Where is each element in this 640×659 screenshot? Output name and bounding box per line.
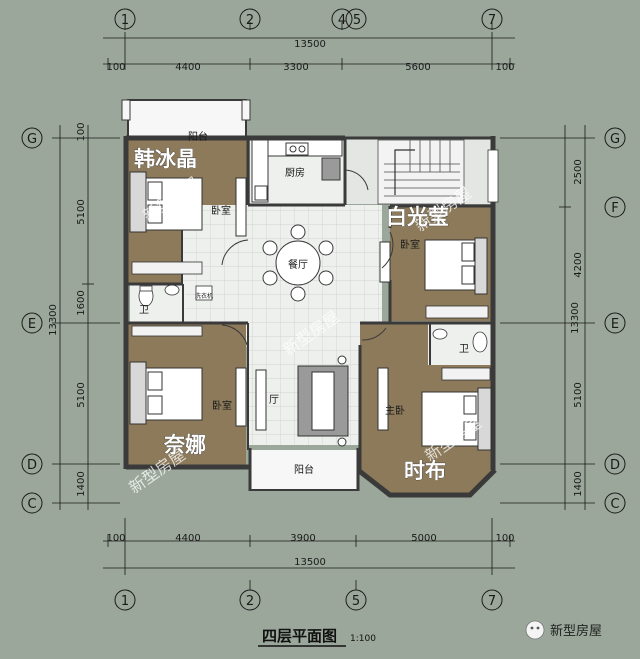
occupant-name-nw: 韩冰晶: [134, 147, 197, 171]
axis-top-7: 7: [488, 13, 496, 28]
label-balcony-bottom: 阳台: [294, 463, 314, 476]
axis-left-g: G: [27, 132, 37, 147]
dim-bottom-5: 100: [495, 533, 514, 544]
dim-right-1: 2500: [573, 159, 584, 184]
axis-top-1: 1: [121, 13, 129, 28]
wc-fixtures: [138, 284, 488, 353]
label-bedroom-sw: 卧室: [212, 399, 232, 412]
axis-right-g: G: [610, 132, 620, 147]
label-master: 主卧: [385, 404, 405, 417]
occupant-name-ne: 白光莹: [386, 205, 449, 229]
staircase: [377, 139, 499, 205]
dim-right-3: 5100: [573, 382, 584, 407]
living-sofa: [255, 355, 349, 447]
dim-right-2: 4200: [573, 252, 584, 277]
axis-right-e: E: [611, 317, 619, 332]
walls: [123, 135, 497, 498]
label-kitchen: 厨房: [285, 166, 305, 179]
doors: [221, 169, 394, 351]
axis-bottom-2: 2: [246, 594, 254, 609]
top-balcony: [121, 99, 251, 121]
axis-top-2: 2: [246, 13, 254, 28]
label-wc-left: 卫: [139, 305, 149, 316]
bed-sw: [129, 361, 247, 427]
kitchen-counter: [251, 139, 343, 203]
occupant-name-se: 时布: [404, 459, 446, 483]
axis-bottom-7: 7: [488, 594, 496, 609]
bed-master: [377, 367, 492, 451]
label-bedroom-ne: 卧室: [400, 238, 420, 251]
axis-top-5: 5: [353, 13, 361, 28]
dim-top-3: 3300: [283, 62, 308, 73]
dim-left-2: 5100: [76, 199, 87, 224]
dim-right-total: 13300: [570, 302, 581, 334]
brand-logo: [525, 620, 545, 640]
axis-left-d: D: [27, 458, 37, 473]
dining-table: [262, 224, 334, 302]
axis-bottom-1: 1: [121, 594, 129, 609]
axis-right-f: F: [611, 201, 618, 216]
dim-total-bottom: 13500: [294, 557, 326, 568]
axis-right-d: D: [610, 458, 620, 473]
drawing-scale: 1:100: [350, 634, 376, 644]
wardrobes: [131, 261, 491, 381]
occupant-name-sw: 奈娜: [163, 433, 206, 457]
drawing-title: 四层平面图: [262, 627, 337, 645]
label-bedroom-nw: 卧室: [211, 204, 231, 217]
dim-bottom-3: 3900: [290, 533, 315, 544]
dim-total-top: 13500: [294, 39, 326, 50]
dim-left-total: 13300: [48, 304, 59, 336]
label-living: 厅: [269, 395, 279, 406]
axis-top-4: 4: [338, 13, 346, 28]
label-dining: 餐厅: [288, 258, 308, 271]
label-balcony-top: 阳台: [188, 130, 208, 143]
top-dimensions: [103, 22, 515, 70]
axis-left-e: E: [28, 317, 36, 332]
bottom-dimensions: [103, 518, 515, 590]
axis-bubbles-left: [21, 127, 43, 514]
axis-left-c: C: [27, 497, 36, 512]
bed-nw: [129, 171, 247, 237]
dim-bottom-1: 100: [106, 533, 125, 544]
axis-bubbles-bottom: [114, 589, 503, 611]
dim-left-3: 1600: [76, 290, 87, 315]
left-dimensions: [52, 125, 120, 510]
dim-left-4: 5100: [76, 382, 87, 407]
bed-ne: [379, 237, 488, 295]
dim-top-2: 4400: [175, 62, 200, 73]
dim-right-4: 1400: [573, 471, 584, 496]
right-dimensions: [500, 125, 595, 510]
axis-bubbles-right: [604, 127, 626, 514]
dim-top-5: 100: [495, 62, 514, 73]
axis-bubbles-top: [114, 8, 503, 30]
label-wc-right: 卫: [459, 344, 469, 355]
dim-bottom-4: 5000: [411, 533, 436, 544]
dim-top-1: 100: [106, 62, 125, 73]
dim-bottom-2: 4400: [175, 533, 200, 544]
axis-right-c: C: [610, 497, 619, 512]
axis-bottom-5: 5: [352, 594, 360, 609]
dim-left-5: 1400: [76, 471, 87, 496]
brand-name: 新型房屋: [550, 623, 602, 639]
dim-left-1: 100: [76, 122, 87, 141]
dim-top-4: 5600: [405, 62, 430, 73]
label-laundry: 洗衣机: [195, 292, 213, 300]
